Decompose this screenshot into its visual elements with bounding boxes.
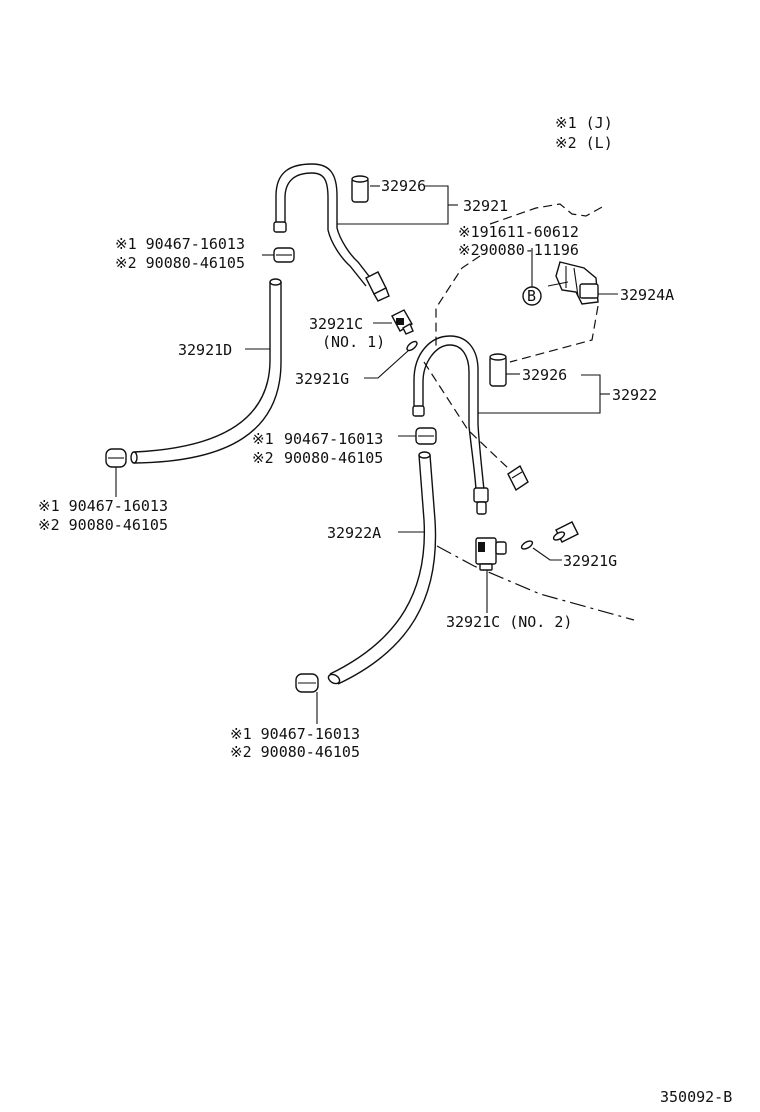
hose-32922A — [327, 451, 437, 685]
clamp-bottom — [295, 673, 319, 724]
label-clamp-bottom-1: ※1 90467-16013 — [230, 725, 360, 743]
clamp-left — [105, 448, 127, 497]
label-32922A: 32922A — [327, 524, 381, 542]
retainer-fitting — [507, 464, 529, 492]
label-32921G-b: 32921G — [563, 552, 617, 570]
upper-nozzle-pipe — [273, 163, 373, 287]
clamp-middle — [398, 427, 437, 445]
label-clip-2: ※290080-11196 — [458, 241, 579, 259]
hose-32921D — [130, 278, 282, 464]
label-clamp-left-1: ※1 90467-16013 — [38, 497, 168, 515]
ring-32921G-lower — [520, 540, 534, 550]
label-clip-1: ※191611-60612 — [458, 223, 579, 241]
nozzle-32921C-no2 — [475, 537, 507, 571]
legend-note-1: ※1 (J) — [555, 114, 613, 132]
label-32921C-no1-sub: (NO. 1) — [322, 333, 385, 351]
label-32922: 32922 — [612, 386, 657, 404]
clamp-upper — [262, 247, 295, 263]
sleeve-32926-upper — [351, 175, 369, 203]
sleeve-32926-lower — [489, 353, 507, 387]
label-clamp-left-2: ※2 90080-46105 — [38, 516, 168, 534]
label-32921G-a: 32921G — [295, 370, 349, 388]
label-clamp-bottom-2: ※2 90080-46105 — [230, 743, 360, 761]
label-32924A: 32924A — [620, 286, 674, 304]
spare-sleeve — [552, 521, 579, 543]
clip-32924A — [547, 261, 599, 305]
label-32921D: 32921D — [178, 341, 232, 359]
label-32921C-no1: 32921C — [309, 315, 363, 333]
diagram-id: 350092-B — [660, 1088, 732, 1106]
label-clamp-top-1: ※1 90467-16013 — [115, 235, 245, 253]
lower-pipe-end-fitting — [473, 487, 489, 515]
label-32926-lower: 32926 — [522, 366, 567, 384]
label-32921: 32921 — [463, 197, 508, 215]
label-clamp-mid-1b: 90467-16013 — [284, 430, 383, 448]
nozzle-32921C-no1 — [391, 309, 414, 335]
lower-nozzle-pipe — [412, 335, 485, 491]
upper-pipe-end-fitting — [365, 271, 390, 302]
label-32926-upper: 32926 — [381, 177, 426, 195]
legend-note-2: ※2 (L) — [555, 134, 613, 152]
label-clamp-mid-1a: ※1 — [252, 430, 274, 448]
callout-b: B — [527, 287, 536, 305]
label-clamp-top-2: ※2 90080-46105 — [115, 254, 245, 272]
label-clamp-mid-2b: 90080-46105 — [284, 449, 383, 467]
label-clamp-mid-2a: ※2 — [252, 449, 274, 467]
ring-32921G-upper — [406, 340, 418, 352]
label-32921C-no2: 32921C (NO. 2) — [446, 613, 572, 631]
